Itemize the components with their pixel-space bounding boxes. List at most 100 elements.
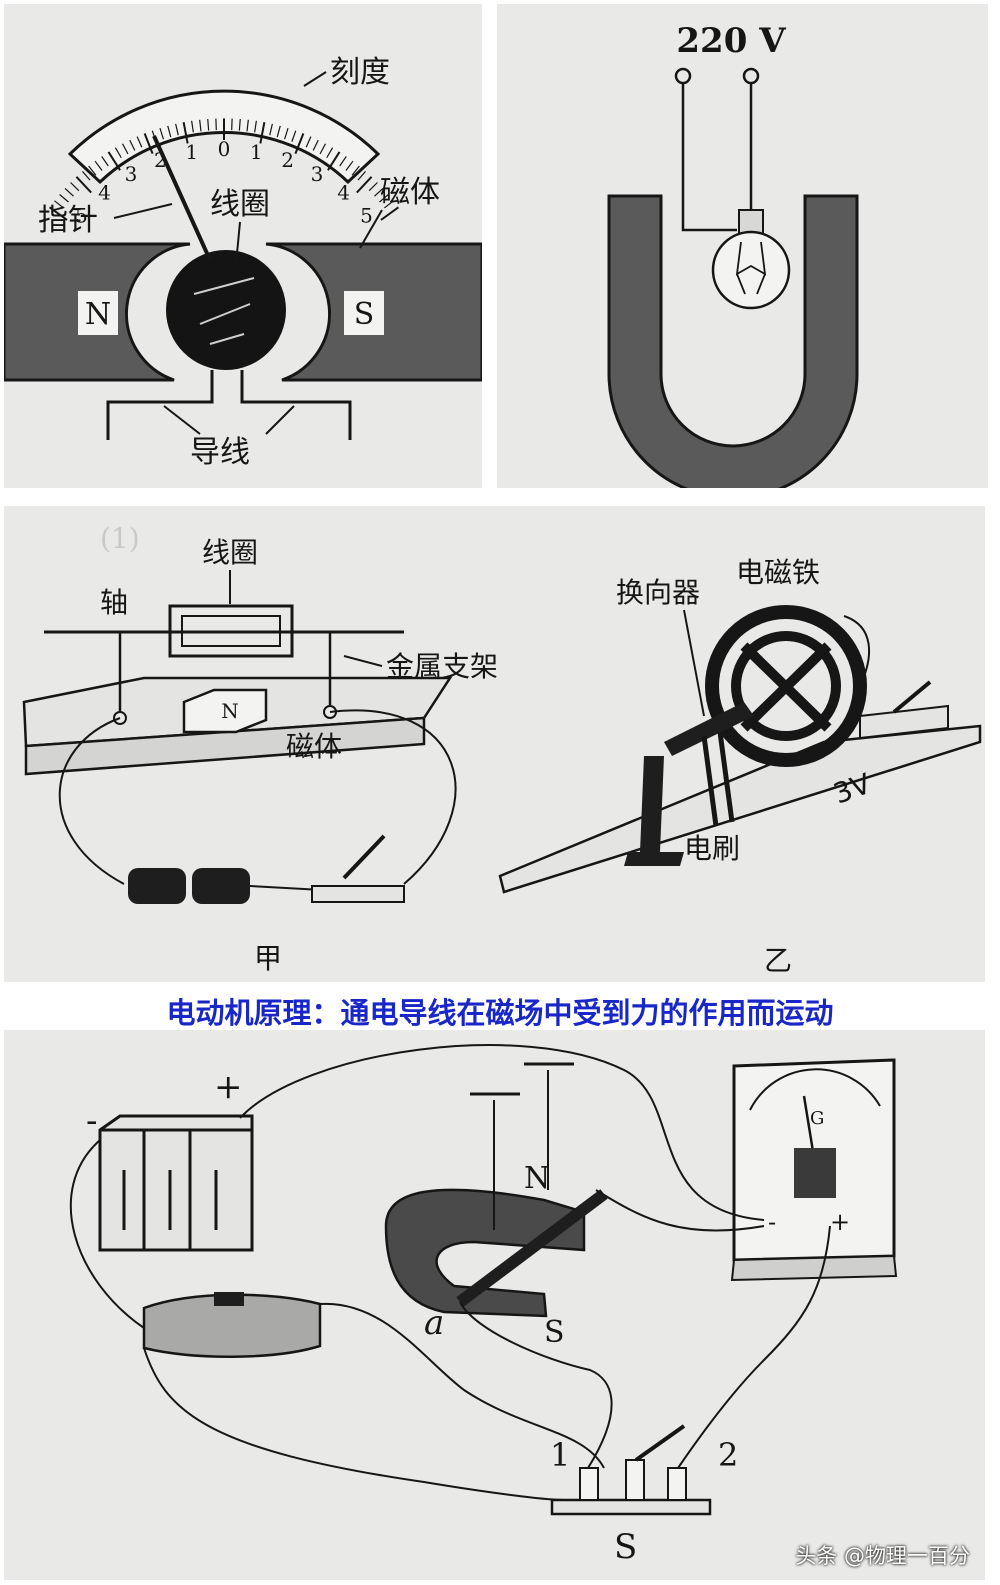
rheostat-slider <box>214 1292 244 1306</box>
yi-bracket-foot <box>624 852 684 866</box>
battery-minus-label: - <box>86 1101 98 1141</box>
jia-battery-1 <box>128 868 186 904</box>
meter-letter: G <box>810 1108 824 1129</box>
coil-winding-marks <box>193 277 255 345</box>
scale-tick <box>207 118 210 131</box>
terminal-right <box>742 67 760 85</box>
scale-leader <box>303 71 327 87</box>
meter-minus-label: - <box>768 1208 776 1236</box>
bulb-wire-left <box>681 83 737 232</box>
wire-leader-right <box>265 405 295 435</box>
south-pole-label: S <box>354 297 375 332</box>
battery-plus-label: + <box>214 1067 243 1107</box>
jia-battery-switch-wire <box>249 885 323 891</box>
scale-tick <box>254 120 257 133</box>
scale-tick <box>48 206 68 221</box>
jia-wire-right <box>329 709 457 885</box>
wire-left <box>106 370 214 440</box>
scale-tick <box>101 156 109 167</box>
scale-tick <box>121 143 129 155</box>
wire-label: 导线 <box>190 435 250 470</box>
pointer-leader <box>113 203 173 219</box>
yi-commutator-label: 换向器 <box>616 576 700 609</box>
scale-tick <box>81 170 91 181</box>
scale-tick <box>326 147 334 159</box>
scale-tick <box>368 182 378 192</box>
jia-coil-inner <box>181 615 281 647</box>
magnet-label: 磁体 <box>380 175 440 210</box>
scale-tick <box>143 133 154 154</box>
north-pole-label: N <box>85 297 111 332</box>
pointer-label: 指针 <box>38 203 98 238</box>
scale-tick <box>384 200 394 209</box>
yi-commutator-leader <box>683 609 705 717</box>
scale-tick <box>182 122 189 144</box>
scale-tick <box>291 130 297 142</box>
bulb-glass <box>711 230 791 310</box>
yi-switch-lever <box>892 680 932 714</box>
watermark: 头条 @物理一百分 <box>795 1544 970 1568</box>
jia-support-label: 金属支架 <box>386 650 498 683</box>
yi-caption: 乙 <box>764 944 792 977</box>
scale-tick <box>269 123 273 136</box>
bulb-filament <box>735 241 767 295</box>
coil-leader <box>235 221 241 265</box>
scale-tick <box>374 187 384 197</box>
switch-post-2 <box>667 1467 687 1501</box>
coil <box>166 250 286 370</box>
jia-support-leader <box>343 655 383 667</box>
switch-post-1 <box>579 1467 599 1501</box>
bulb-magnet-diagram: 220 V <box>607 21 859 488</box>
scale-number: 4 <box>98 181 111 205</box>
scale-tick <box>159 127 164 140</box>
switch-post-mid <box>625 1459 645 1501</box>
scale-ticks <box>48 118 400 221</box>
jia-switch-base <box>311 885 405 903</box>
experiment-panel: + - N S a G - + 1 2 S <box>4 1030 985 1580</box>
scale-tick <box>167 125 172 138</box>
wire-leader-left <box>163 405 201 435</box>
circuit-wires <box>69 1044 831 1501</box>
switch-lever <box>634 1424 686 1462</box>
meter-coil <box>794 1148 836 1198</box>
magnet-south-label: S <box>544 1315 565 1350</box>
scale-tick <box>88 165 97 176</box>
scale-tick <box>70 182 80 192</box>
scale-tick <box>312 139 319 151</box>
battery-pack <box>98 1114 254 1252</box>
north-pole-box <box>78 291 118 335</box>
scale-tick <box>345 160 354 171</box>
yi-wire <box>843 615 871 687</box>
yi-electromagnet-label: 电磁铁 <box>736 556 820 589</box>
scale-tick <box>305 136 312 148</box>
scale-tick <box>191 120 194 133</box>
jia-battery-2 <box>192 868 250 904</box>
yi-shaft <box>664 702 754 756</box>
scale-number: 5 <box>360 203 373 227</box>
jia-board-front <box>24 716 426 776</box>
scale-tick <box>339 156 347 167</box>
scale-number: 1 <box>185 140 198 164</box>
scale-number: 3 <box>311 162 324 186</box>
magnet-leader <box>359 209 383 249</box>
principle-banner: 电动机原理：通电导线在磁场中受到力的作用而运动 <box>166 996 834 1030</box>
model-yi: 换向器 电磁铁 3V 电刷 乙 <box>498 556 982 977</box>
rod-label: a <box>424 1303 444 1343</box>
scale-tick <box>351 165 360 176</box>
jia-switch-lever <box>342 834 386 880</box>
conductor-rod <box>456 1189 608 1307</box>
scale-number: 2 <box>281 148 294 172</box>
voltage-label: 220 V <box>676 21 786 61</box>
south-pole-box <box>344 291 384 335</box>
bulb-magnet-panel: 220 V <box>497 4 988 488</box>
yi-switch-base <box>859 704 949 740</box>
jia-coil-label: 线圈 <box>202 536 258 569</box>
faded-mark: (1) <box>100 522 140 555</box>
scale-tick <box>64 187 74 197</box>
scale-tick <box>114 147 122 159</box>
rheostat <box>142 1293 322 1358</box>
scale-tick <box>379 194 389 203</box>
scale-tick <box>94 160 103 171</box>
jia-magnet-label: 磁体 <box>286 730 342 763</box>
